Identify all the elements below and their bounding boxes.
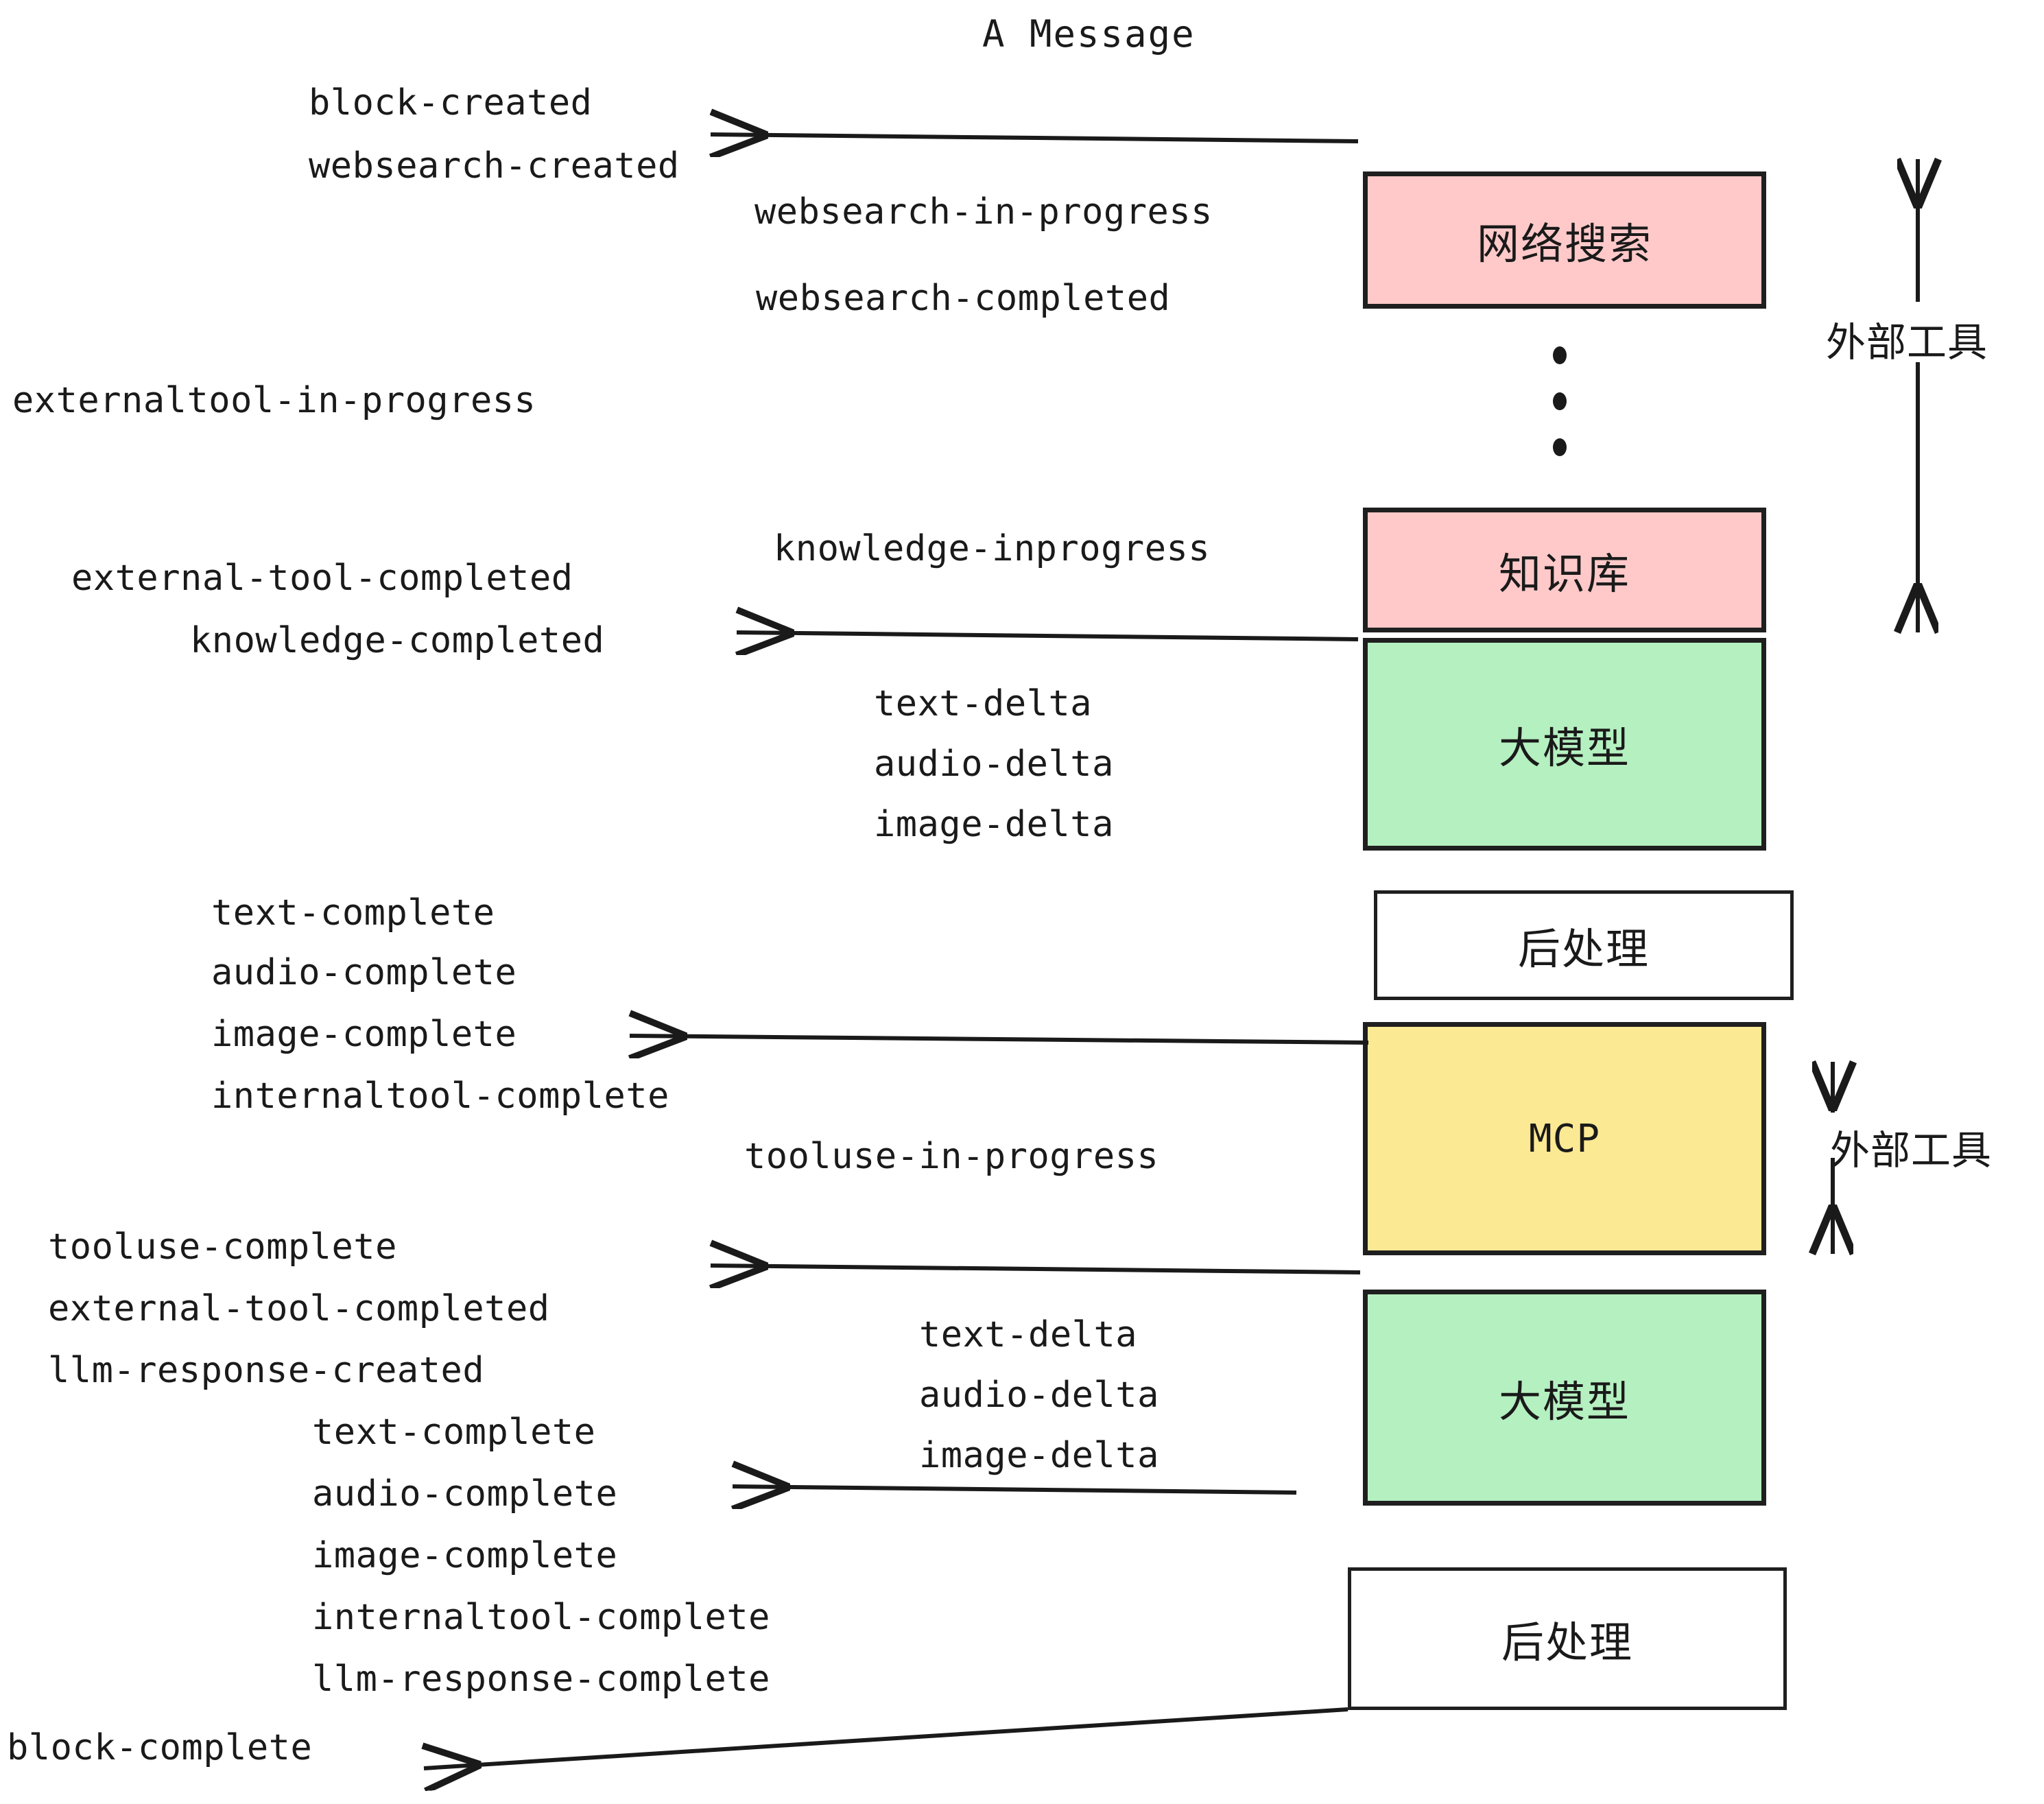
arrow-websearch-to-events [711, 134, 1359, 141]
side-annotation-external-tools-bottom: 外部工具 [1830, 1127, 1993, 1174]
event-label: websearch-created [309, 145, 680, 187]
node-label-llm-2: 大模型 [1498, 1376, 1630, 1427]
side-annotation-external-tools-top: 外部工具 [1826, 319, 1988, 366]
arrow-mcp-to-events [711, 1266, 1361, 1272]
event-label: image-delta [874, 804, 1114, 845]
ellipsis-dot [1553, 346, 1567, 364]
arrow-postprocess2-to-block-complete [424, 1707, 1348, 1768]
event-label: image-complete [211, 1014, 517, 1055]
event-label: external-tool-completed [71, 558, 573, 599]
event-label: internaltool-complete [312, 1597, 770, 1638]
event-label: audio-delta [919, 1375, 1159, 1416]
event-label: external-tool-completed [48, 1288, 550, 1329]
node-box-websearch: 网络搜索 [1363, 171, 1766, 309]
event-label: text-complete [312, 1412, 596, 1453]
event-label: block-created [309, 82, 593, 123]
ellipsis-dot [1553, 392, 1567, 410]
vertical-ellipsis-icon [1552, 346, 1567, 456]
node-box-postprocess-2: 后处理 [1348, 1567, 1787, 1710]
event-label: text-delta [874, 683, 1093, 724]
event-label: websearch-in-progress [754, 191, 1213, 233]
event-label: llm-response-complete [312, 1659, 770, 1700]
event-label: image-delta [919, 1435, 1159, 1476]
event-label: knowledge-inprogress [774, 528, 1211, 569]
event-label: text-delta [919, 1314, 1138, 1355]
event-label: websearch-completed [756, 278, 1171, 319]
event-label: text-complete [211, 892, 495, 934]
ellipsis-dot [1553, 438, 1567, 456]
node-label-knowledge: 知识库 [1498, 549, 1630, 599]
event-label: tooluse-in-progress [744, 1136, 1159, 1177]
event-label: tooluse-complete [48, 1226, 397, 1268]
event-label: audio-delta [874, 744, 1114, 785]
event-label: knowledge-completed [190, 620, 605, 661]
node-box-knowledge: 知识库 [1363, 508, 1766, 632]
event-label: llm-response-created [48, 1350, 485, 1391]
arrow-knowledge-to-events [737, 632, 1359, 639]
event-label: audio-complete [211, 952, 517, 993]
event-label: block-complete [7, 1727, 313, 1768]
diagram-title: A Message [982, 12, 1196, 56]
node-box-postprocess-1: 后处理 [1374, 890, 1794, 1000]
node-box-llm-1: 大模型 [1363, 638, 1766, 851]
node-label-llm-1: 大模型 [1498, 723, 1630, 773]
node-box-llm-2: 大模型 [1363, 1290, 1766, 1506]
arrow-postprocess1-to-events [630, 1036, 1369, 1043]
node-label-mcp: MCP [1528, 1116, 1601, 1161]
node-label-websearch: 网络搜索 [1476, 219, 1652, 269]
event-label: externaltool-in-progress [12, 380, 536, 421]
node-label-postprocess-1: 后处理 [1517, 924, 1650, 974]
event-label: internaltool-complete [211, 1076, 669, 1117]
event-label: image-complete [312, 1535, 618, 1576]
event-label: audio-complete [312, 1473, 618, 1515]
node-label-postprocess-2: 后处理 [1501, 1617, 1633, 1667]
arrow-llm2-to-events [733, 1486, 1297, 1493]
node-box-mcp: MCP [1363, 1022, 1766, 1255]
